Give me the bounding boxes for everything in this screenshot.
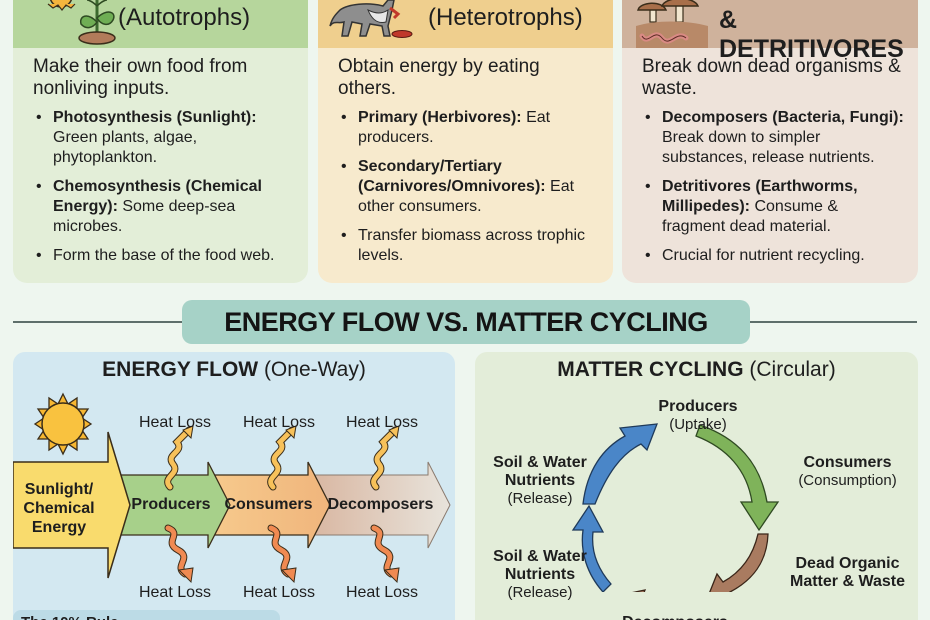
heat-loss-down-arrows <box>164 524 395 578</box>
divider-left <box>13 321 183 323</box>
consumers-lead: Obtain energy by eating others. <box>338 56 540 99</box>
node-producers: Producers(Uptake) <box>658 398 738 433</box>
producers-card: (Autotrophs) Make their own food from no… <box>13 0 308 283</box>
stage-consumers: Consumers <box>224 496 313 513</box>
energy-flow-title: ENERGY FLOW (One-Way) <box>102 358 366 381</box>
heat-loss-up-arrows <box>164 426 399 491</box>
list-item: Form the base of the food web. <box>33 246 294 266</box>
heat-loss-top-2: Heat Loss <box>242 414 316 431</box>
ten-percent-rule-box: The 10% Rule <box>13 610 280 620</box>
list-item: Photosynthesis (Sunlight): Green plants,… <box>33 108 294 168</box>
matter-cycling-panel: MATTER CYCLING (Circular) Producers(Upta… <box>475 352 918 620</box>
stage-decomposers: Decomposers <box>327 496 434 513</box>
node-consumers: Consumers(Consumption) <box>798 454 897 489</box>
producers-lead: Make their own food from nonliving input… <box>33 56 248 99</box>
node-decomposers: Decomposers <box>615 614 735 620</box>
matter-cycling-title: MATTER CYCLING (Circular) <box>557 358 836 381</box>
node-soil-water-upper: Soil & Water Nutrients(Release) <box>493 454 587 507</box>
section-title-banner: ENERGY FLOW VS. MATTER CYCLING <box>182 300 750 344</box>
consumers-subtitle: (Heterotrophs) <box>428 4 583 31</box>
heat-loss-top-1: Heat Loss <box>138 414 212 431</box>
decomposers-card: & DETRITIVORES Break down dead organisms… <box>622 0 918 283</box>
mushroom-worm-icon <box>636 0 708 48</box>
list-item: Secondary/Tertiary (Carnivores/Omnivores… <box>338 157 599 217</box>
heat-loss-bottom-3: Heat Loss <box>345 584 419 601</box>
decomposers-bullets: Decomposers (Bacteria, Fungi): Break dow… <box>642 108 904 266</box>
consumers-card-header: (Heterotrophs) <box>318 0 613 48</box>
sprout-sun-icon <box>47 0 116 45</box>
node-soil-water-lower: Soil & Water Nutrients(Release) <box>493 548 587 601</box>
heat-loss-bottom-2: Heat Loss <box>242 584 316 601</box>
producers-card-header: (Autotrophs) <box>13 0 308 48</box>
source-label: Sunlight/ Chemical Energy <box>23 481 95 536</box>
list-item: Decomposers (Bacteria, Fungi): Break dow… <box>642 108 904 168</box>
list-item: Detritivores (Earthworms, Millipedes): C… <box>642 177 904 237</box>
list-item: Primary (Herbivores): Eat producers. <box>338 108 599 148</box>
matter-cycle-diagram <box>571 423 780 592</box>
energy-flow-panel: ENERGY FLOW (One-Way) <box>13 352 455 620</box>
decomposers-subtitle: & DETRITIVORES <box>719 6 904 63</box>
list-item: Chemosynthesis (Chemical Energy): Some d… <box>33 177 294 237</box>
list-item: Crucial for nutrient recycling. <box>642 246 904 266</box>
energy-flow-diagram <box>13 392 451 584</box>
list-item: Transfer biomass across trophic levels. <box>338 226 599 266</box>
consumers-bullets: Primary (Herbivores): Eat producers. Sec… <box>338 108 599 266</box>
decomposers-card-header: & DETRITIVORES <box>622 0 918 63</box>
heat-loss-top-3: Heat Loss <box>345 414 419 431</box>
consumers-card: (Heterotrophs) Obtain energy by eating o… <box>318 0 613 283</box>
sun-icon <box>33 392 93 456</box>
decomposers-lead: Break down dead organisms & waste. <box>642 56 901 99</box>
node-dead-organic-matter: Dead Organic Matter & Waste <box>790 555 905 590</box>
stage-producers: Producers <box>131 496 211 513</box>
heat-loss-bottom-1: Heat Loss <box>138 584 212 601</box>
producers-bullets: Photosynthesis (Sunlight): Green plants,… <box>33 108 294 266</box>
divider-right <box>750 321 917 323</box>
producers-subtitle: (Autotrophs) <box>118 4 251 31</box>
wolf-icon <box>329 0 413 38</box>
